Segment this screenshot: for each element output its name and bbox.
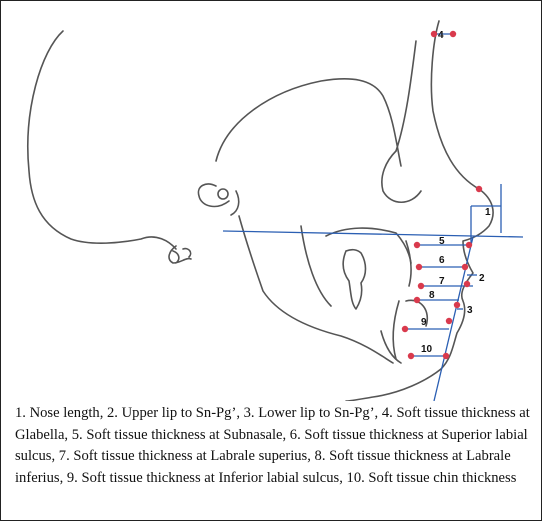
- chin-bone: [380, 330, 402, 364]
- skull-outline: [27, 30, 177, 250]
- marker-label-10: 10: [421, 344, 433, 355]
- cephalometric-tracing: 1 2 3 4 5 6 7 8 9 10: [27, 20, 524, 401]
- molar-tooth: [342, 248, 367, 310]
- marker-label-2: 2: [479, 273, 485, 284]
- marker-label-9: 9: [421, 317, 427, 328]
- marker-label-5: 5: [439, 236, 445, 247]
- upper-incisor: [405, 240, 412, 287]
- frankfort-horizontal: [222, 230, 524, 238]
- marker-label-6: 6: [439, 255, 445, 266]
- lower-incisor: [392, 299, 428, 360]
- soft-tissue-profile: [345, 20, 494, 401]
- mandible: [238, 215, 394, 364]
- marker-label-7: 7: [439, 276, 445, 287]
- orbit: [381, 150, 422, 204]
- maxilla: [325, 227, 412, 264]
- cranial-base: [215, 78, 402, 167]
- landmark-points: [401, 30, 483, 360]
- marker-label-4: 4: [438, 30, 444, 41]
- marker-label-1: 1: [485, 207, 491, 218]
- marker-label-8: 8: [429, 290, 435, 301]
- marker-label-3: 3: [467, 305, 473, 316]
- mastoid: [168, 245, 192, 264]
- frontal-bone: [395, 40, 417, 152]
- ear-ring: [217, 188, 229, 200]
- ramus: [300, 225, 332, 307]
- ear-region: [197, 183, 240, 216]
- figure-caption: 1. Nose length, 2. Upper lip to Sn-Pg’, …: [15, 405, 530, 486]
